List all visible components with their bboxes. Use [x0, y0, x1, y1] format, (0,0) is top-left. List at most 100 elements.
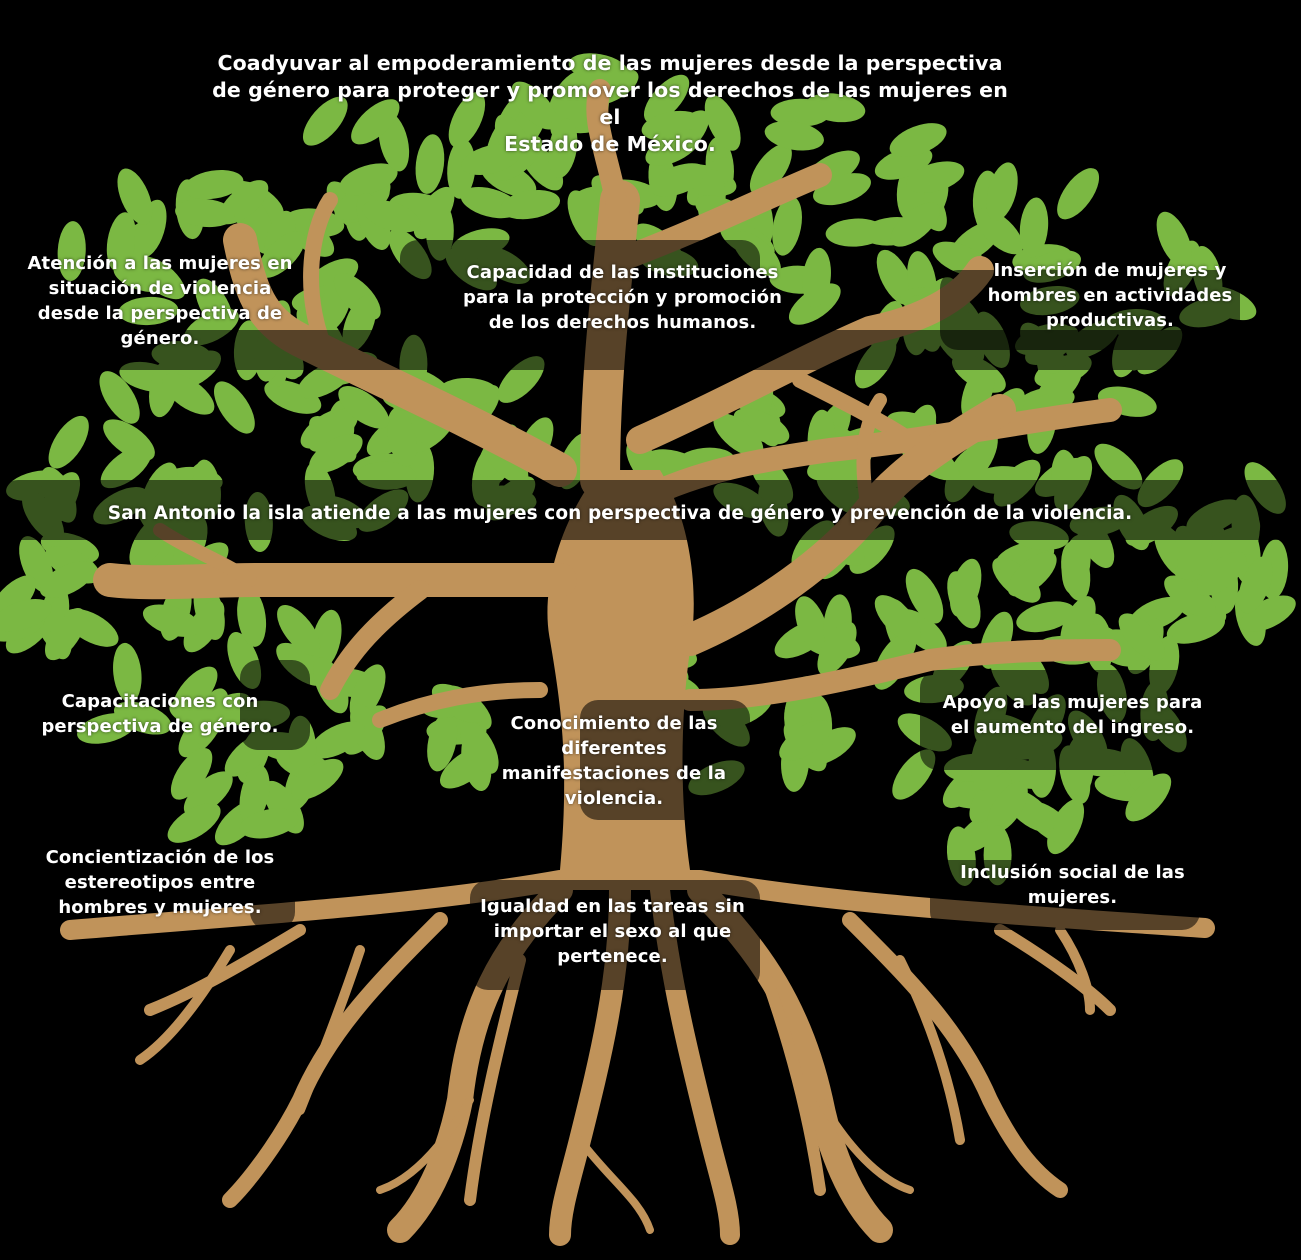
leaf [749, 143, 792, 196]
leaf [713, 413, 764, 457]
leaf [387, 407, 417, 467]
leaf [351, 99, 400, 145]
leaf [511, 81, 558, 130]
leaf [149, 358, 179, 418]
leaf [949, 558, 982, 617]
leaf [975, 208, 1024, 255]
leaf [817, 621, 857, 676]
leaf [1061, 534, 1091, 595]
leaf [214, 381, 255, 434]
root-right-label: Inclusión social de las mujeres. [960, 862, 1185, 908]
leaf [548, 118, 578, 179]
leaf [906, 161, 965, 193]
leaf [195, 278, 234, 333]
leaf [183, 169, 244, 200]
label-band [250, 880, 295, 930]
leaf [193, 688, 229, 745]
leaf [309, 433, 363, 474]
leaf [447, 138, 476, 199]
leaf [802, 247, 831, 308]
leaf [239, 765, 270, 825]
leaf [237, 587, 267, 647]
label-band [240, 660, 310, 750]
leaf [302, 96, 348, 146]
leaf [170, 747, 213, 800]
label-band [920, 670, 1210, 770]
leaf [795, 596, 829, 654]
leaf [291, 758, 344, 800]
leaf [461, 144, 520, 176]
leaf [308, 408, 359, 452]
leaf [142, 604, 201, 637]
leaf [167, 803, 221, 843]
leaf [1094, 443, 1143, 490]
leaf [239, 808, 299, 839]
component-center-label: Conocimiento de las diferentes manifesta… [501, 713, 727, 809]
leaf [987, 781, 1028, 834]
component-left-label: Capacitaciones con perspectiva de género… [41, 691, 279, 737]
leaf [311, 609, 342, 669]
leaf [876, 249, 914, 305]
leaf [801, 727, 856, 766]
leaf [258, 231, 306, 278]
leaf [905, 568, 944, 624]
component-right-label: Apoyo a las mujeres para el aumento del … [942, 692, 1203, 738]
label-band [0, 480, 1301, 540]
leaf [350, 703, 385, 760]
leaf [113, 260, 172, 293]
leaf [1019, 197, 1049, 258]
leaf [77, 712, 136, 744]
leaf [770, 98, 831, 127]
leaf [1016, 601, 1075, 633]
leaf [779, 720, 832, 761]
leaf [338, 386, 390, 429]
leaf [277, 605, 321, 656]
leaf [1240, 595, 1296, 632]
leaf [645, 129, 701, 166]
end-center-label: Capacidad de las instituciones para la p… [462, 262, 783, 333]
leaf [643, 74, 690, 124]
leaf [39, 561, 95, 598]
leaf [733, 408, 790, 445]
leaf [890, 202, 940, 247]
leaf [1007, 551, 1057, 597]
leaf [969, 771, 1012, 824]
root-left-label: Concientización de los estereotipos entr… [45, 847, 275, 918]
leaf [183, 600, 225, 653]
leaf [1057, 168, 1100, 220]
label-band [930, 860, 1200, 930]
leaf [1164, 575, 1216, 618]
leaf [1125, 773, 1172, 822]
end-right-label: Inserción de mujeres y hombres en activi… [987, 260, 1233, 331]
goal-label: Coadyuvar al empoderamiento de las mujer… [212, 51, 1008, 156]
leaf [57, 221, 86, 282]
leaf [415, 134, 445, 194]
leaf [874, 595, 922, 643]
leaf [1118, 613, 1165, 661]
leaf [500, 189, 561, 220]
leaf [0, 598, 52, 632]
leaf [772, 196, 802, 256]
leaf [48, 415, 89, 469]
root-center-label: Igualdad en las tareas sin importar el s… [480, 896, 745, 967]
leaf [825, 218, 886, 247]
leaf [99, 371, 140, 424]
leaf [118, 296, 179, 326]
leaf [183, 771, 233, 817]
label-band [470, 880, 760, 990]
label-band [400, 240, 760, 330]
leaf [106, 212, 137, 272]
leaf [649, 163, 707, 197]
leaf [310, 721, 365, 759]
leaf [448, 92, 486, 148]
label-band [580, 700, 750, 820]
leaf [162, 373, 215, 415]
leaf [1238, 556, 1273, 614]
leaf [959, 429, 998, 484]
purpose-label: San Antonio la isla atiende a las mujere… [107, 503, 1133, 524]
leaf [113, 642, 142, 703]
leaf [764, 121, 824, 151]
leaf [1166, 612, 1225, 644]
leaf [704, 95, 741, 151]
